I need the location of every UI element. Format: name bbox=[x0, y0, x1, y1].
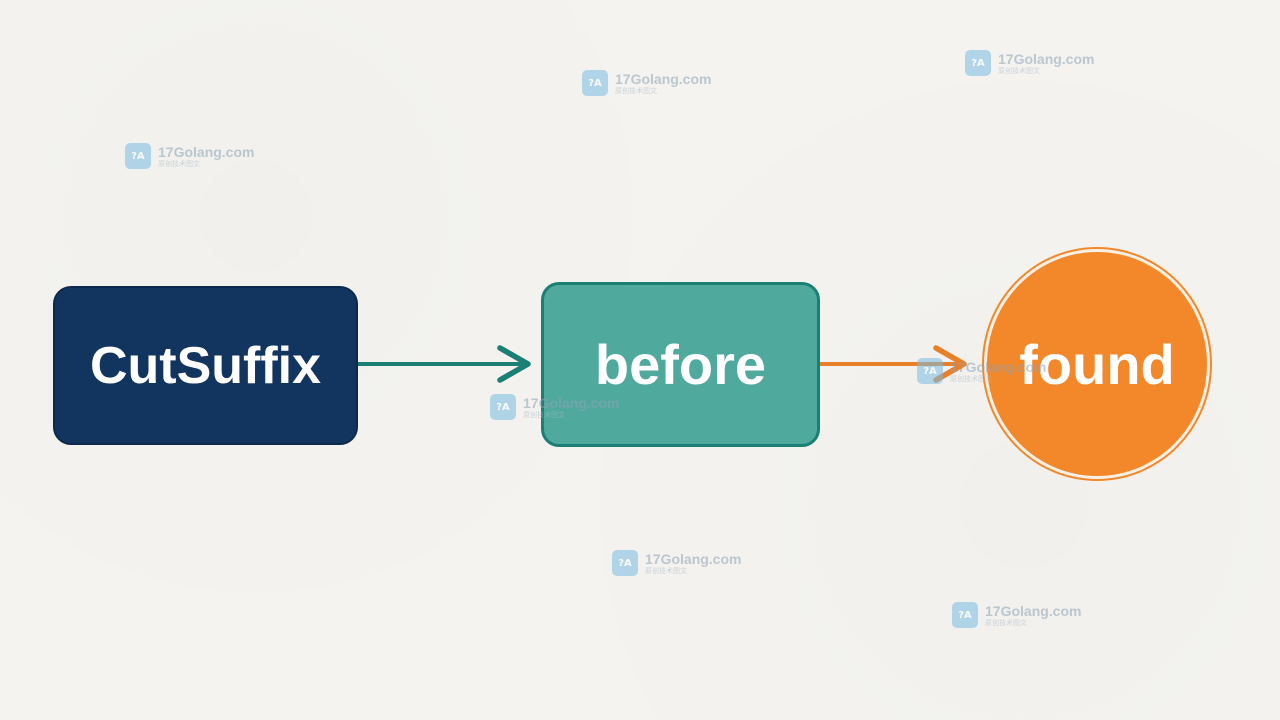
watermark-logo-icon: ?A bbox=[952, 602, 978, 628]
watermark: ?A 17Golang.com 原创技术图文 bbox=[965, 50, 1094, 76]
node-cutsuffix: CutSuffix bbox=[53, 286, 358, 445]
watermark: ?A 17Golang.com 原创技术图文 bbox=[612, 550, 741, 576]
watermark-subtitle: 原创技术图文 bbox=[950, 375, 992, 383]
watermark: ?A 17Golang.com 原创技术图文 bbox=[490, 394, 619, 420]
watermark: ?A 17Golang.com 原创技术图文 bbox=[125, 143, 254, 169]
watermark-subtitle: 原创技术图文 bbox=[523, 411, 565, 419]
watermark-site: 17Golang.com bbox=[645, 550, 742, 567]
watermark-logo-icon: ?A bbox=[612, 550, 638, 576]
watermark-logo-icon: ?A bbox=[582, 70, 608, 96]
watermark-logo-icon: ?A bbox=[490, 394, 516, 420]
node-before-label: before bbox=[594, 333, 767, 396]
node-found: found bbox=[984, 249, 1210, 479]
watermark-logo-icon: ?A bbox=[965, 50, 991, 76]
watermark-site: 17Golang.com bbox=[985, 602, 1082, 619]
node-before: before bbox=[541, 282, 820, 447]
watermark-subtitle: 原创技术图文 bbox=[985, 619, 1027, 627]
watermark: ?A 17Golang.com 原创技术图文 bbox=[917, 358, 1046, 384]
watermark-logo-icon: ?A bbox=[917, 358, 943, 384]
watermark-site: 17Golang.com bbox=[950, 358, 1047, 375]
node-cutsuffix-label: CutSuffix bbox=[89, 336, 322, 395]
watermark-subtitle: 原创技术图文 bbox=[615, 87, 657, 95]
watermark-logo-icon: ?A bbox=[125, 143, 151, 169]
watermark-site: 17Golang.com bbox=[998, 50, 1095, 67]
watermark-subtitle: 原创技术图文 bbox=[998, 67, 1040, 75]
node-found-label: found bbox=[1019, 332, 1175, 396]
watermark-site: 17Golang.com bbox=[523, 394, 620, 411]
watermark-subtitle: 原创技术图文 bbox=[158, 160, 200, 168]
watermark: ?A 17Golang.com 原创技术图文 bbox=[582, 70, 711, 96]
watermark-site: 17Golang.com bbox=[158, 143, 255, 160]
watermark-subtitle: 原创技术图文 bbox=[645, 567, 687, 575]
watermark: ?A 17Golang.com 原创技术图文 bbox=[952, 602, 1081, 628]
watermark-site: 17Golang.com bbox=[615, 70, 712, 87]
